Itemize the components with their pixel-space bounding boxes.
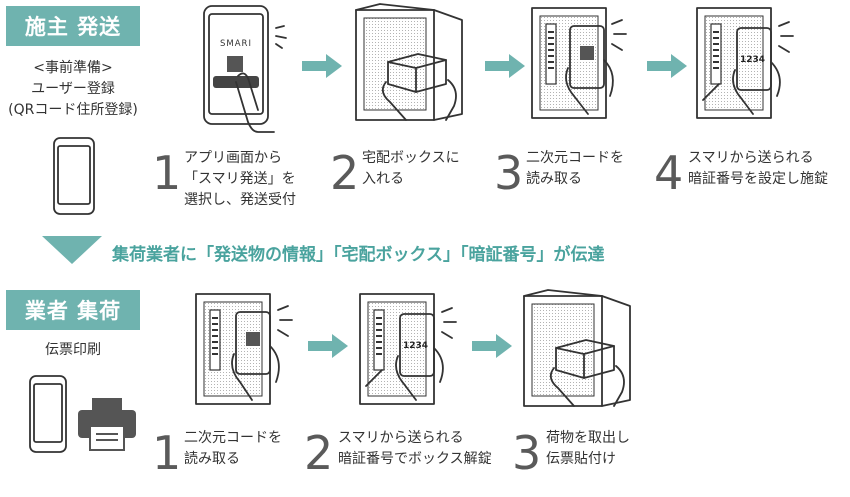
sender-step-3-text: 二次元コードを 読み取る <box>526 150 624 187</box>
carrier-scan-qr-illustration <box>195 293 293 405</box>
carrier-step-2-number: 2 <box>304 426 334 480</box>
carrier-pin-unlock-illustration: 1234 <box>359 293 457 405</box>
handoff-banner: 集荷業者に「発送物の情報」「宅配ボックス」「暗証番号」が伝達 <box>112 245 605 265</box>
app-logo: SMARI <box>220 39 252 49</box>
down-arrow-icon <box>42 236 102 264</box>
flow-arrow-icon <box>308 334 348 358</box>
carrier-step-2-text: スマリから送られる 暗証番号でボックス解錠 <box>338 430 492 467</box>
carrier-step-1-text: 二次元コードを 読み取る <box>184 430 282 467</box>
flow-arrow-icon <box>472 334 512 358</box>
sender-step-4-number: 4 <box>654 146 684 200</box>
prep-note: <事前準備> ユーザー登録 (QRコード住所登録) <box>0 58 146 121</box>
prep-line-3: (QRコード住所登録) <box>8 102 138 118</box>
prep-line-2: ユーザー登録 <box>31 81 115 97</box>
carrier-step-1-number: 1 <box>152 426 182 480</box>
sender-section-tag: 施主 発送 <box>6 6 140 46</box>
scan-qr-illustration <box>531 7 627 119</box>
carrier-section-tag: 業者 集荷 <box>6 290 140 330</box>
flow-arrow-icon <box>647 54 687 78</box>
flow-arrow-icon <box>302 54 342 78</box>
smartphone-icon <box>53 137 95 215</box>
print-note: 伝票印刷 <box>45 342 101 358</box>
carrier-step-3-text: 荷物を取出し 伝票貼付け <box>546 430 630 467</box>
sender-step-3-number: 3 <box>494 146 524 200</box>
locker-box-illustration <box>355 3 463 121</box>
sender-step-1-text: アプリ画面から 「スマリ発送」を 選択し、発送受付 <box>184 150 296 208</box>
pin-display: 1234 <box>740 55 765 65</box>
sender-step-2-number: 2 <box>330 146 360 200</box>
carrier-take-box-illustration <box>523 289 631 407</box>
printer-icon <box>78 398 136 451</box>
flow-arrow-icon <box>485 54 525 78</box>
prep-line-1: <事前準備> <box>33 60 113 76</box>
pin-display: 1234 <box>403 341 428 351</box>
sender-step-2-text: 宅配ボックスに 入れる <box>362 150 460 187</box>
set-pin-illustration: 1234 <box>696 7 794 119</box>
app-phone-illustration: SMARI <box>203 5 287 133</box>
smartphone-icon <box>29 375 67 453</box>
sender-step-1-number: 1 <box>152 146 182 200</box>
sender-step-4-text: スマリから送られる 暗証番号を設定し施錠 <box>688 150 828 187</box>
carrier-step-3-number: 3 <box>512 426 542 480</box>
